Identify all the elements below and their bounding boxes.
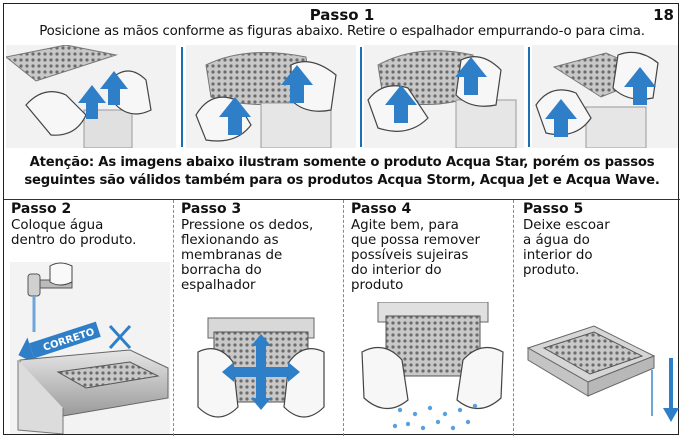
step-5-line: a água do xyxy=(523,233,590,248)
step-3-line: borracha do xyxy=(181,263,262,278)
step-3-line: espalhador xyxy=(181,278,256,293)
step-4-line: Agite bem, para xyxy=(351,218,459,233)
step1-instructions: Posicione as mãos conforme as figuras ab… xyxy=(39,24,645,39)
step1-illustrations xyxy=(6,45,678,148)
step-4-illustration xyxy=(361,302,504,431)
incorrect-x-icon xyxy=(108,324,132,350)
step-4: Passo 4 Agite bem, para que possa remove… xyxy=(351,201,480,294)
step-4-line: produto xyxy=(351,278,404,293)
step-2-title: Passo 2 xyxy=(11,201,72,217)
step-3-line: Pressione os dedos, xyxy=(181,218,314,233)
step-2-line: Coloque água xyxy=(11,218,104,233)
step-divider xyxy=(343,200,344,436)
attention-note: Atenção: As imagens abaixo ilustram some… xyxy=(0,154,684,190)
step-2: Passo 2 Coloque água dentro do produto. xyxy=(11,201,137,249)
attention-line-2: seguintes são válidos também para os pro… xyxy=(24,173,660,188)
down-arrow-icon xyxy=(663,408,679,422)
page-frame xyxy=(3,3,679,435)
step-5: Passo 5 Deixe escoar a água do interior … xyxy=(523,201,610,279)
step1-photo-3 xyxy=(364,45,524,148)
step-3-line: membranas de xyxy=(181,248,283,263)
attention-line-1: Atenção: As imagens abaixo ilustram some… xyxy=(29,155,655,170)
step1-photo-1 xyxy=(6,45,176,148)
photo-divider xyxy=(528,47,530,147)
step-4-title: Passo 4 xyxy=(351,201,412,217)
step-5-illustration xyxy=(526,325,679,422)
step-3-line: flexionando as xyxy=(181,233,279,248)
step-5-line: Deixe escoar xyxy=(523,218,610,233)
step-divider xyxy=(173,200,174,436)
water-drops xyxy=(392,403,478,431)
step-3-illustration xyxy=(197,317,325,418)
step-5-title: Passo 5 xyxy=(523,201,584,217)
photo-divider xyxy=(360,47,362,147)
step1-title: Passo 1 xyxy=(309,6,375,24)
photo-divider xyxy=(181,47,183,147)
step-2-illustration: CORRETO xyxy=(10,262,170,434)
step1-photo-2 xyxy=(186,45,356,148)
step-divider xyxy=(513,200,514,436)
step-3-title: Passo 3 xyxy=(181,201,242,217)
step-5-line: produto. xyxy=(523,263,580,278)
step-4-line: que possa remover xyxy=(351,233,480,248)
section-divider xyxy=(4,199,680,200)
step-2-line: dentro do produto. xyxy=(11,233,137,248)
step1-photo-4 xyxy=(532,45,678,148)
step-3: Passo 3 Pressione os dedos, flexionando … xyxy=(181,201,314,294)
step-5-line: interior do xyxy=(523,248,593,263)
step-4-line: do interior do xyxy=(351,263,442,278)
page-number: 18 xyxy=(653,6,674,24)
step-4-line: possíveis sujeiras xyxy=(351,248,469,263)
